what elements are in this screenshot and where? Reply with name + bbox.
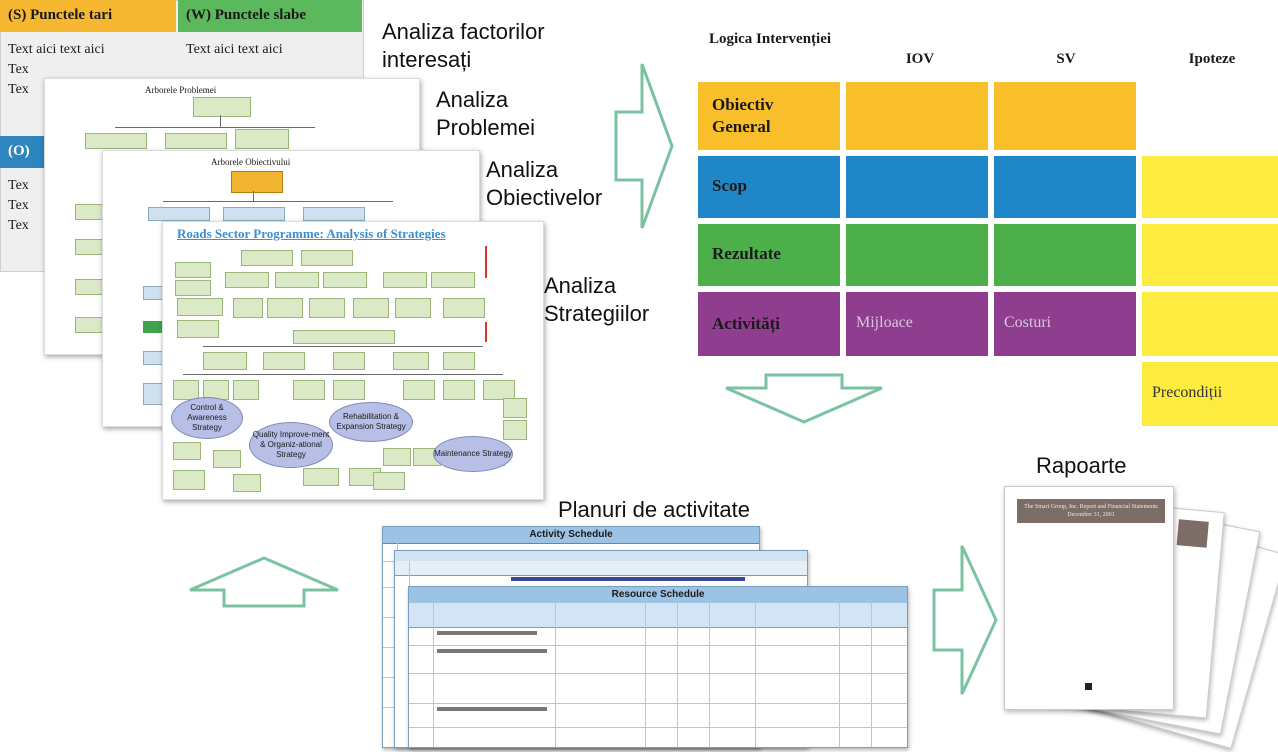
arrow-right-icon — [614, 63, 674, 229]
logframe-header-iov: IOV — [905, 51, 935, 67]
weaknesses-header: (W) Punctele slabe — [178, 0, 362, 32]
arrow-up-icon — [189, 556, 339, 608]
strategy-bubble-rehabilitation: Rehabilitation & Expansion Strategy — [329, 402, 413, 442]
strengths-text: Text aici text aici Tex Tex — [8, 42, 105, 97]
logframe-cell-goal: Obiectiv General — [698, 82, 840, 150]
logframe-header-sv: SV — [1056, 51, 1076, 67]
resource-schedule-title: Resource Schedule — [409, 587, 907, 604]
logframe-cell-means: Mijloace — [846, 292, 988, 356]
activity-schedule-title: Activity Schedule — [383, 527, 759, 544]
arrow-right-icon-2 — [932, 545, 998, 695]
strengths-header: (S) Punctele tari — [0, 0, 176, 32]
objective-analysis-label: Analiza Obiectivelor — [486, 157, 603, 210]
logframe-cell-costs: Costuri — [994, 292, 1136, 356]
logframe-cell-activities: Activități — [698, 292, 840, 356]
reports-label: Rapoarte — [1036, 453, 1127, 478]
logframe-cell-purpose: Scop — [698, 156, 840, 218]
stakeholder-analysis-label: Analiza factorilor interesați — [382, 19, 545, 72]
strategy-bubble-control: Control & Awareness Strategy — [171, 397, 243, 439]
strategy-analysis-slide: Roads Sector Programme: Analysis of Stra… — [162, 221, 544, 500]
logframe-header-assumptions: Ipoteze — [1188, 51, 1236, 67]
arrow-down-icon — [725, 373, 883, 424]
activity-plans-label: Planuri de activitate — [558, 497, 750, 522]
strategy-title: Roads Sector Programme: Analysis of Stra… — [177, 226, 446, 241]
logframe-cell-results: Rezultate — [698, 224, 840, 286]
report-cover-title: The Smart Group, Inc. Report and Financi… — [1017, 499, 1165, 523]
report-cover: The Smart Group, Inc. Report and Financi… — [1004, 486, 1174, 710]
logframe-header-logic: Logica Intervenției — [708, 31, 832, 47]
problem-analysis-label: Analiza Problemei — [436, 87, 536, 140]
strategy-bubble-quality: Quality Improve-ment & Organiz-ational S… — [249, 422, 333, 468]
strategy-bubble-maintenance: Maintenance Strategy — [433, 436, 513, 472]
opportunities-text: Tex Tex Tex — [8, 178, 29, 233]
problem-tree-title: Arborele Problemei — [145, 85, 217, 95]
resource-schedule-sheet: Resource Schedule — [408, 586, 908, 748]
objective-tree-title: Arborele Obiectivului — [211, 157, 291, 167]
report-logo — [1085, 683, 1092, 690]
strategy-analysis-label: Analiza Strategiilor — [544, 273, 650, 326]
logframe-cell-preconditions: Precondiții — [1142, 362, 1278, 426]
weaknesses-text: Text aici text aici — [186, 42, 283, 57]
